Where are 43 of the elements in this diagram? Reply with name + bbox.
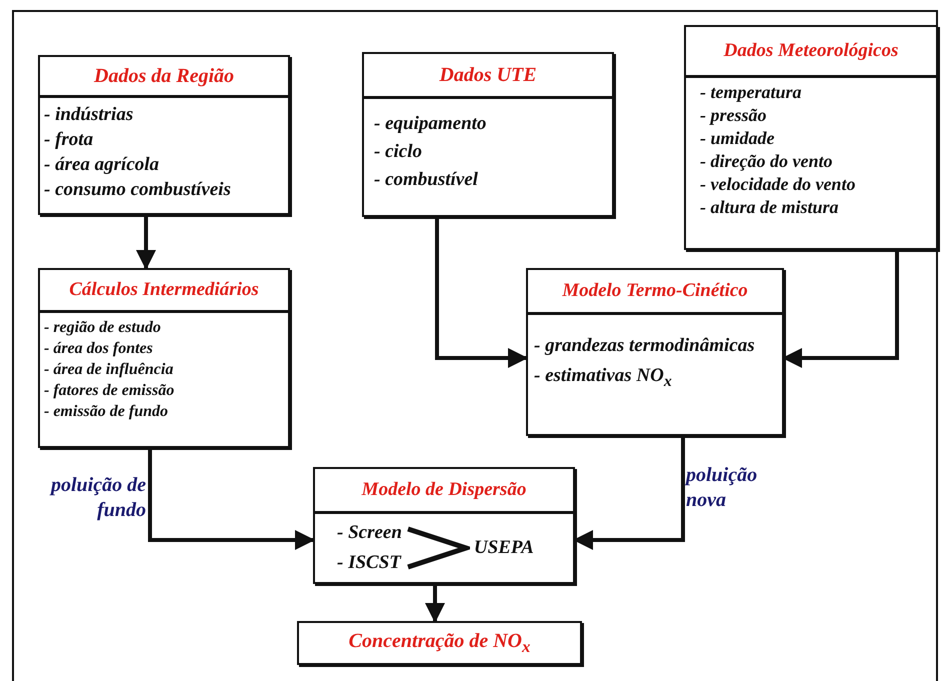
list-item: - direção do vento (700, 151, 834, 172)
box-title: Dados da Região (94, 64, 234, 88)
process-box (526, 268, 784, 436)
arrow (425, 584, 445, 623)
list-item: - Screen (337, 522, 402, 544)
process-box (684, 25, 938, 250)
list-item: - frota (44, 129, 94, 151)
list-item: - altura de mistura (700, 197, 840, 218)
process-box (313, 467, 575, 584)
list-item: - região de estudo (44, 319, 162, 337)
process-box (38, 268, 290, 448)
list-item: - combustível (374, 169, 479, 191)
list-item: - área dos fontes (44, 340, 154, 358)
box-title: Concentração de NO$_{x}$ (348, 630, 530, 656)
source-label: USEPA (474, 537, 534, 559)
list-item: - ISCST (337, 552, 402, 574)
list-item: - grandezas termodinâmicas (534, 335, 756, 357)
box-title: Dados UTE (439, 64, 537, 86)
box-title: Modelo de Dispersão (362, 479, 526, 501)
list-item: - pressão (700, 105, 768, 126)
process-box (38, 55, 290, 215)
list-item: - velocidade do vento (700, 174, 856, 195)
list-item: - emissão de fundo (44, 403, 169, 421)
edge-label: poluição de fundo (50, 473, 146, 523)
list-item: - área agrícola (44, 154, 160, 176)
list-item: - temperatura (700, 82, 802, 103)
list-item: - ciclo (374, 141, 424, 163)
arrow (435, 217, 528, 368)
list-item: - indústrias (44, 104, 134, 126)
process-box (297, 621, 582, 665)
box-title: Modelo Termo-Cinético (562, 280, 748, 302)
list-item: - consumo combustíveis (44, 179, 232, 201)
list-item: - área de influência (44, 361, 174, 379)
box-title: Cálculos Intermediários (69, 279, 259, 301)
list-item: - umidade (700, 128, 776, 149)
box-title: Dados Meteorológicos (724, 40, 898, 62)
list-item: - equipamento (374, 113, 488, 135)
list-item: - fatores de emissão (44, 382, 176, 400)
arrow (148, 448, 315, 550)
list-item: - estimativas NO$_{x}$ (534, 365, 673, 391)
arrow (136, 215, 156, 270)
edge-label: poluição nova (686, 463, 758, 513)
process-box (362, 52, 614, 217)
